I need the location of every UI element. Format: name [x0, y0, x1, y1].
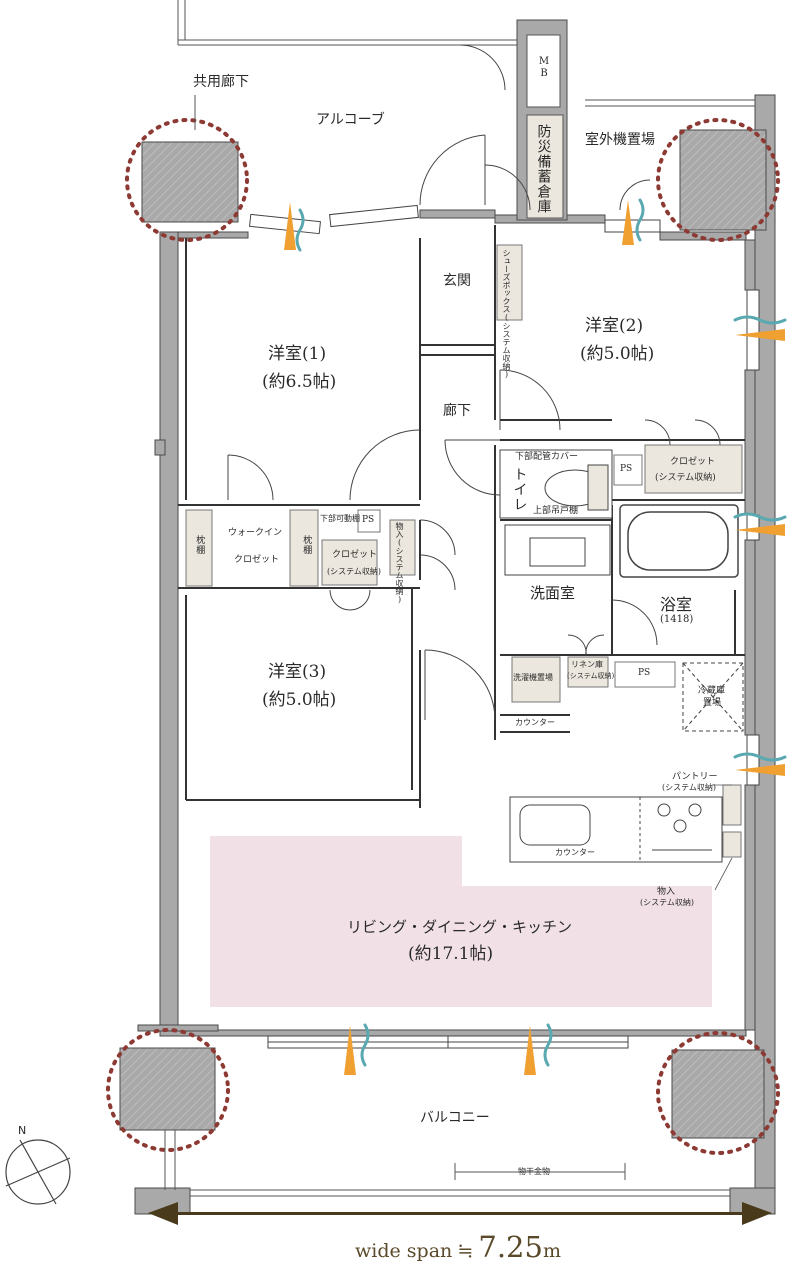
toilet-label: トイレ [511, 467, 528, 512]
linen-label: リネン庫 [571, 660, 603, 669]
ps-label-2: PS [362, 515, 375, 525]
western-room-2-label: 洋室(2) [585, 316, 644, 336]
fridge-space [682, 662, 744, 732]
exterior-walls [134, 19, 776, 1215]
common-corridor-label: 共用廊下 [193, 74, 249, 90]
ps-label-3: PS [638, 668, 651, 678]
span-arrow [148, 1202, 772, 1225]
closet-b-label: クロゼット [332, 550, 378, 560]
storage-c-sub: (システム収納) [640, 898, 695, 907]
span-prefix: wide span [355, 1240, 453, 1262]
door-swings [227, 44, 721, 721]
closet-a-label: クロゼット [670, 457, 716, 467]
walkin-closet-label: クロゼット [234, 555, 280, 565]
ldk-size: (約17.1帖) [408, 944, 494, 964]
western-room-3-label: 洋室(3) [268, 662, 327, 682]
fridge-sub: 置場 [703, 698, 722, 708]
span-unit: m [542, 1240, 561, 1262]
entrance-label: 玄関 [443, 273, 471, 289]
lower-pipe-cover-label: 下部配管カバー [515, 452, 579, 462]
bathroom-label: 浴室 [660, 595, 693, 614]
shoe-box-label: シューズボックス(システム収納) [502, 249, 511, 379]
pantry-label: パントリー [672, 772, 718, 782]
north-compass [5, 1139, 71, 1205]
ps-box-3 [614, 661, 676, 688]
ldk-label: リビング・ダイニング・キッチン [347, 918, 573, 936]
western-room-1-size: (約6.5帖) [262, 372, 337, 392]
closet-fixtures [185, 244, 743, 858]
mb-box [526, 34, 561, 108]
upper-shelf-label: 上部吊戸棚 [533, 506, 579, 516]
alcove-label: アルコーブ [316, 112, 385, 128]
clothes-rack-label: 物干金物 [518, 1167, 550, 1176]
common-corridor-lines [177, 0, 755, 130]
span-approx: ≒ [457, 1240, 474, 1262]
leader-lines [712, 784, 733, 891]
western-room-1-label: 洋室(1) [268, 344, 327, 364]
bathtub [619, 504, 739, 578]
balcony-label: バルコニー [420, 1110, 490, 1126]
span-value: 7.25 [478, 1230, 543, 1264]
ps-box-1 [357, 509, 381, 533]
window-sashes [249, 204, 760, 1049]
linen-sub: (システム収納) [567, 672, 615, 680]
interior-walls [178, 225, 745, 808]
ps-label-1: PS [620, 464, 633, 474]
closet-b-sub: (システム収納) [327, 567, 382, 576]
kitchen-counter [509, 796, 723, 863]
disaster-storage-label: 防災備蓄倉庫 [535, 124, 552, 214]
lower-movable-shelf-label: 下部可動棚 [320, 514, 360, 523]
washer-label: 洗濯機置場 [513, 673, 553, 682]
counter-kitchen-label: カウンター [555, 848, 595, 857]
ldk-floor-area [210, 836, 712, 1007]
storage-b-label: 物入(システム収納) [395, 522, 404, 604]
structural-pillars [119, 129, 767, 1139]
balcony-rail [164, 1130, 730, 1197]
disaster-storage-box [526, 114, 564, 219]
hallway-label: 廊下 [443, 403, 471, 419]
pillow-shelf-left-label: 枕棚 [194, 535, 205, 555]
western-room-2-size: (約5.0帖) [580, 344, 655, 364]
ps-box-2 [613, 454, 643, 486]
mb-label: MB [538, 56, 550, 80]
counter-small-label: カウンター [515, 718, 555, 727]
closet-a-sub: (システム収納) [655, 473, 716, 483]
bathroom-size: (1418) [660, 614, 694, 625]
storage-c-label: 物入 [657, 887, 676, 897]
outdoor-unit-label: 室外機置場 [585, 132, 655, 148]
ventilation-indicators [284, 198, 787, 1075]
wide-span-label: wide span ≒ 7.25m [355, 1230, 595, 1264]
washroom-label: 洗面室 [530, 584, 576, 602]
pillow-shelf-right-label: 枕棚 [301, 535, 312, 555]
walkin-label: ウォークイン [228, 528, 283, 538]
western-room-3-size: (約5.0帖) [262, 690, 337, 710]
toilet-fixture [499, 449, 613, 519]
fridge-label: 冷蔵庫 [698, 686, 726, 696]
pillar-highlight-circles [106, 118, 780, 1155]
north-label: N [18, 1124, 27, 1137]
pantry-sub: (システム収納) [662, 783, 717, 792]
vanity [504, 524, 611, 576]
